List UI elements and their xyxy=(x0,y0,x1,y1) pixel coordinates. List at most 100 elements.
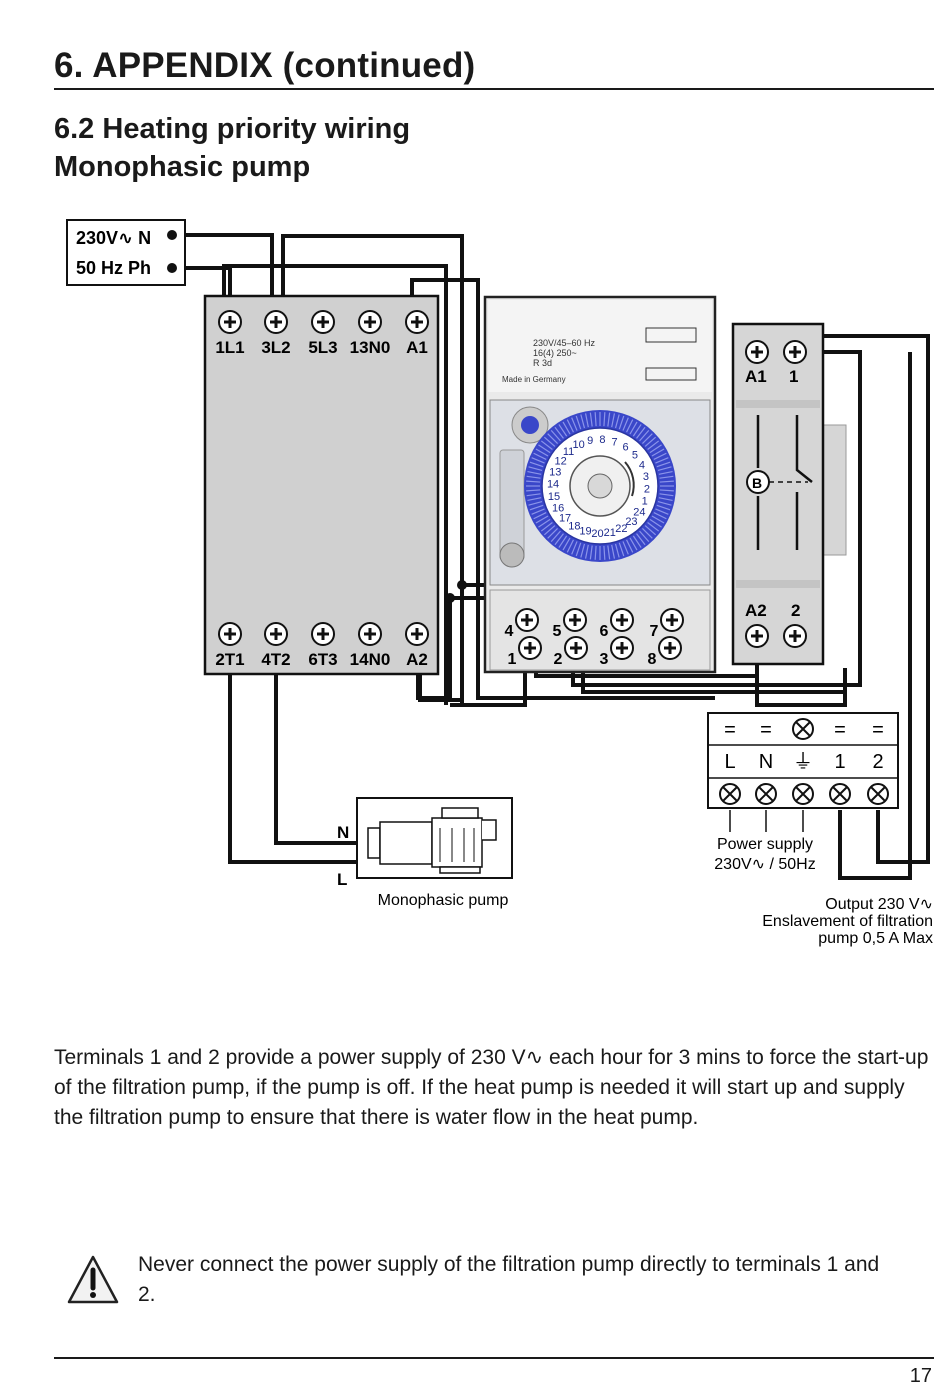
timer-switch: 230V/45–60 Hz 16(4) 250~ R 3d Made in Ge… xyxy=(483,295,717,674)
timer-contact-screw-2 xyxy=(563,635,589,661)
timer-contact-screw-7 xyxy=(659,607,685,633)
section-title: 6.2 Heating priority wiring Monophasic p… xyxy=(54,110,410,186)
timer-spec-3: R 3d xyxy=(533,358,552,368)
dial-hour-20: 20 xyxy=(591,528,603,540)
timer-contact-label-5: 5 xyxy=(553,623,562,640)
output-label-2: Enslavement of filtration xyxy=(762,913,933,930)
hp-terminal-screw-4 xyxy=(867,783,889,805)
timer-spec-1: 230V/45–60 Hz xyxy=(533,338,596,348)
dial-hour-12: 12 xyxy=(554,455,566,467)
relay: A1 1 A2 2 B xyxy=(731,322,847,666)
footer-divider xyxy=(54,1357,934,1359)
relay-label-2: 2 xyxy=(791,601,800,620)
dial-hour-19: 19 xyxy=(579,526,591,538)
timer-contact-label-7: 7 xyxy=(650,623,659,640)
timer-contact-label-2: 2 xyxy=(554,651,563,668)
dial-hour-4: 4 xyxy=(639,460,645,472)
hp-top-symbol-1: = xyxy=(760,719,772,741)
supply-label-n: 230V∿ N xyxy=(76,228,151,248)
dial-hour-18: 18 xyxy=(568,520,580,532)
dial-hour-2: 2 xyxy=(644,483,650,495)
supply-label-ph: 50 Hz Ph xyxy=(76,258,151,278)
timer-contact-screw-4 xyxy=(514,607,540,633)
dial-hour-5: 5 xyxy=(632,450,638,462)
timer-contact-screw-1 xyxy=(517,635,543,661)
contactor-label-6t3: 6T3 xyxy=(308,650,337,669)
timer-contact-screw-3 xyxy=(609,635,635,661)
contactor-screw-2t1 xyxy=(217,621,243,647)
dial-hour-8: 8 xyxy=(599,434,605,446)
hp-top-symbol-3: = xyxy=(834,719,846,741)
relay-label-1: 1 xyxy=(789,367,798,386)
pump-terminal-l: L xyxy=(337,870,347,889)
power-supply-label-1: Power supply xyxy=(717,836,813,853)
dial-hour-14: 14 xyxy=(547,479,559,491)
timer-contact-screw-8 xyxy=(657,635,683,661)
dial-hour-9: 9 xyxy=(587,435,593,447)
hp-terminal-label-3: 1 xyxy=(834,751,845,773)
timer-contact-screw-6 xyxy=(609,607,635,633)
dial-hour-23: 23 xyxy=(625,516,637,528)
warning-note: Never connect the power supply of the fi… xyxy=(66,1248,926,1318)
dial-hour-22: 22 xyxy=(615,523,627,535)
timer-contact-screw-5 xyxy=(562,607,588,633)
warning-icon xyxy=(67,1255,119,1304)
hp-terminal-screw-2 xyxy=(792,783,814,805)
description-paragraph: Terminals 1 and 2 provide a power supply… xyxy=(54,1046,929,1129)
section-title-line1: 6.2 Heating priority wiring xyxy=(54,113,411,145)
timer-made-in: Made in Germany xyxy=(502,375,566,384)
contactor-screw-3l2 xyxy=(263,309,289,335)
timer-contact-label-8: 8 xyxy=(648,651,657,668)
contactor-label-5l3: 5L3 xyxy=(308,338,337,357)
contactor-label-4t2: 4T2 xyxy=(261,650,290,669)
pump-label: Monophasic pump xyxy=(378,892,509,909)
contactor-screw-6t3 xyxy=(310,621,336,647)
dial-hour-17: 17 xyxy=(559,512,571,524)
title-divider xyxy=(54,88,934,90)
contactor-label-2t1: 2T1 xyxy=(215,650,244,669)
contactor-screw-a2 xyxy=(404,621,430,647)
output-label-3: pump 0,5 A Max xyxy=(818,930,933,947)
timer-spec-2: 16(4) 250~ xyxy=(533,348,577,358)
dial-hour-11: 11 xyxy=(563,446,574,458)
contactor-label-13n0: 13N0 xyxy=(350,338,391,357)
hp-top-symbol-0: = xyxy=(724,719,736,741)
contactor-screw-a1 xyxy=(404,309,430,335)
monophasic-pump xyxy=(356,797,513,879)
dial-hour-6: 6 xyxy=(623,442,629,454)
page-number: 17 xyxy=(909,1365,932,1387)
warning-text: Never connect the power supply of the fi… xyxy=(138,1253,880,1306)
power-supply-label-2: 230V∿ / 50Hz xyxy=(714,856,815,873)
timer-contact-label-1: 1 xyxy=(508,651,517,668)
dial-hour-7: 7 xyxy=(611,436,617,448)
relay-coil-label: B xyxy=(752,475,762,491)
contactor-screw-1l1 xyxy=(217,309,243,335)
hp-terminal-label-0: L xyxy=(724,751,735,773)
contactor-screw-13n0 xyxy=(357,309,383,335)
dial-hour-13: 13 xyxy=(549,466,561,478)
contactor-label-1l1: 1L1 xyxy=(215,338,244,357)
dial-hour-24: 24 xyxy=(633,507,645,519)
page-title: 6. APPENDIX (continued) xyxy=(54,46,476,85)
contactor-label-a1: A1 xyxy=(406,338,428,357)
dial-hour-21: 21 xyxy=(604,527,616,539)
hp-terminal-label-4: 2 xyxy=(872,751,883,773)
relay-label-a2: A2 xyxy=(745,601,767,620)
hp-terminal-screw-3 xyxy=(829,783,851,805)
dial-hour-1: 1 xyxy=(642,496,648,508)
pump-terminal-n: N xyxy=(337,823,349,842)
relay-label-a1: A1 xyxy=(745,367,767,386)
output-label-1: Output 230 V∿ xyxy=(825,896,933,913)
contactor-label-a2: A2 xyxy=(406,650,428,669)
contactor-screw-5l3 xyxy=(310,309,336,335)
hp-terminal-screw-0 xyxy=(719,783,741,805)
dial-hour-3: 3 xyxy=(643,471,649,483)
hp-top-symbol-2 xyxy=(792,718,814,740)
timer-contact-label-4: 4 xyxy=(505,623,514,640)
timer-contact-label-6: 6 xyxy=(600,623,609,640)
dial-hour-16: 16 xyxy=(552,502,564,514)
